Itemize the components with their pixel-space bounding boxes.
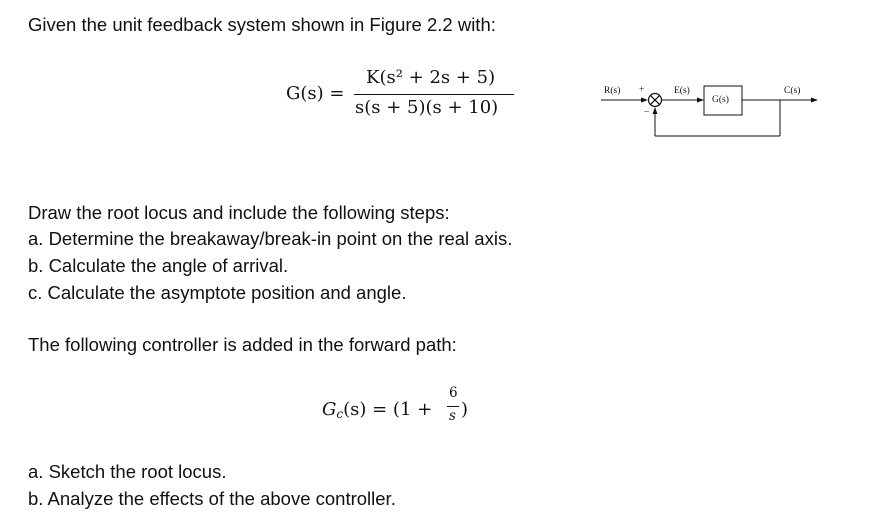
controller-tf-lhs: Gc(s) = (1 + (322, 399, 433, 421)
plant-block-label: G(s) (712, 95, 729, 105)
error-label: E(s) (674, 86, 690, 96)
controller-tf-frac-num: 6 (449, 385, 458, 401)
task-intro-text: Draw the root locus and include the foll… (28, 202, 450, 223)
plant-tf-lhs: G(s) = (286, 83, 345, 104)
input-label: R(s) (604, 86, 621, 96)
controller-tf-close: ) (461, 399, 469, 420)
final-task-a: a. Sketch the root locus. (28, 461, 227, 482)
step-c: c. Calculate the asymptote position and … (28, 282, 407, 303)
plant-tf-numerator: K(s² + 2s + 5) (366, 67, 496, 88)
intro-text: Given the unit feedback system shown in … (28, 14, 496, 35)
step-b: b. Calculate the angle of arrival. (28, 255, 289, 276)
controller-tf-frac-bar (447, 406, 459, 408)
controller-tf-frac-den: s (449, 408, 456, 424)
plant-tf-denominator: s(s + 5)(s + 10) (355, 97, 499, 118)
controller-intro-text: The following controller is added in the… (28, 334, 457, 355)
output-label: C(s) (784, 86, 801, 96)
plant-tf-fraction-bar (354, 94, 514, 96)
minus-sign: − (644, 108, 650, 118)
final-task-b: b. Analyze the effects of the above cont… (28, 488, 396, 509)
step-a: a. Determine the breakaway/break-in poin… (28, 228, 513, 249)
plus-sign: + (639, 85, 645, 95)
